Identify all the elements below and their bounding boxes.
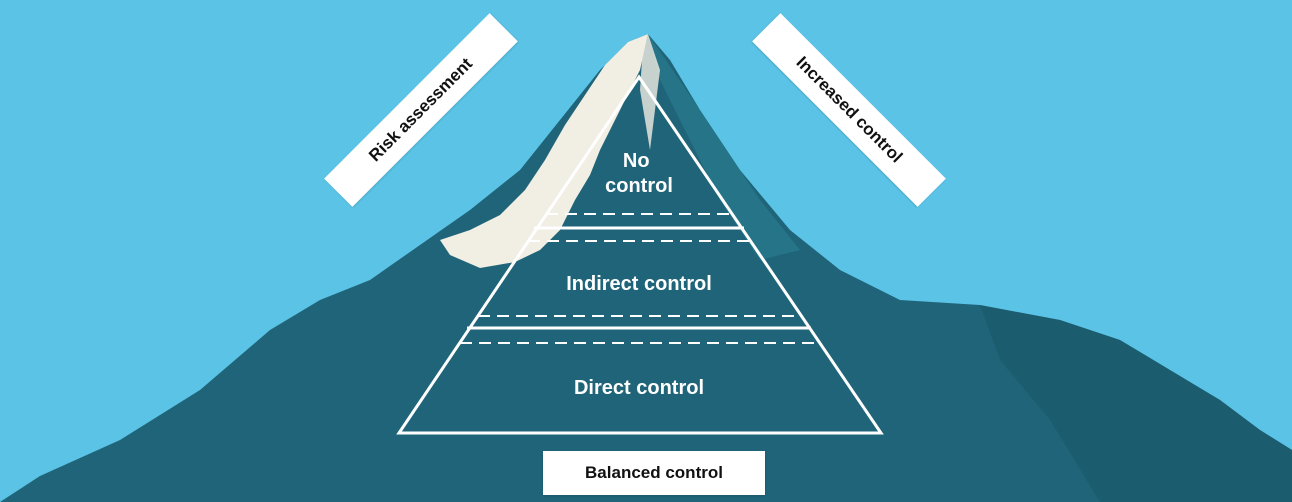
tier-label-no-control: No control (605, 150, 673, 197)
tier-label-no-line2: control (605, 175, 673, 197)
pyramid-dashes (460, 213, 818, 344)
mountain-body (0, 34, 1292, 502)
snow-cap (440, 34, 648, 268)
tier-label-no-line1: No (623, 150, 650, 172)
tier-label-indirect-control: Indirect control (566, 273, 712, 295)
pyramid-triangle (396, 74, 884, 435)
mountain-shade-right (980, 305, 1292, 502)
tier-label-direct-control: Direct control (574, 377, 704, 399)
banner-balanced-control: Balanced control (543, 451, 765, 495)
mountain-shade (648, 34, 800, 260)
pyramid-outline (396, 74, 884, 435)
